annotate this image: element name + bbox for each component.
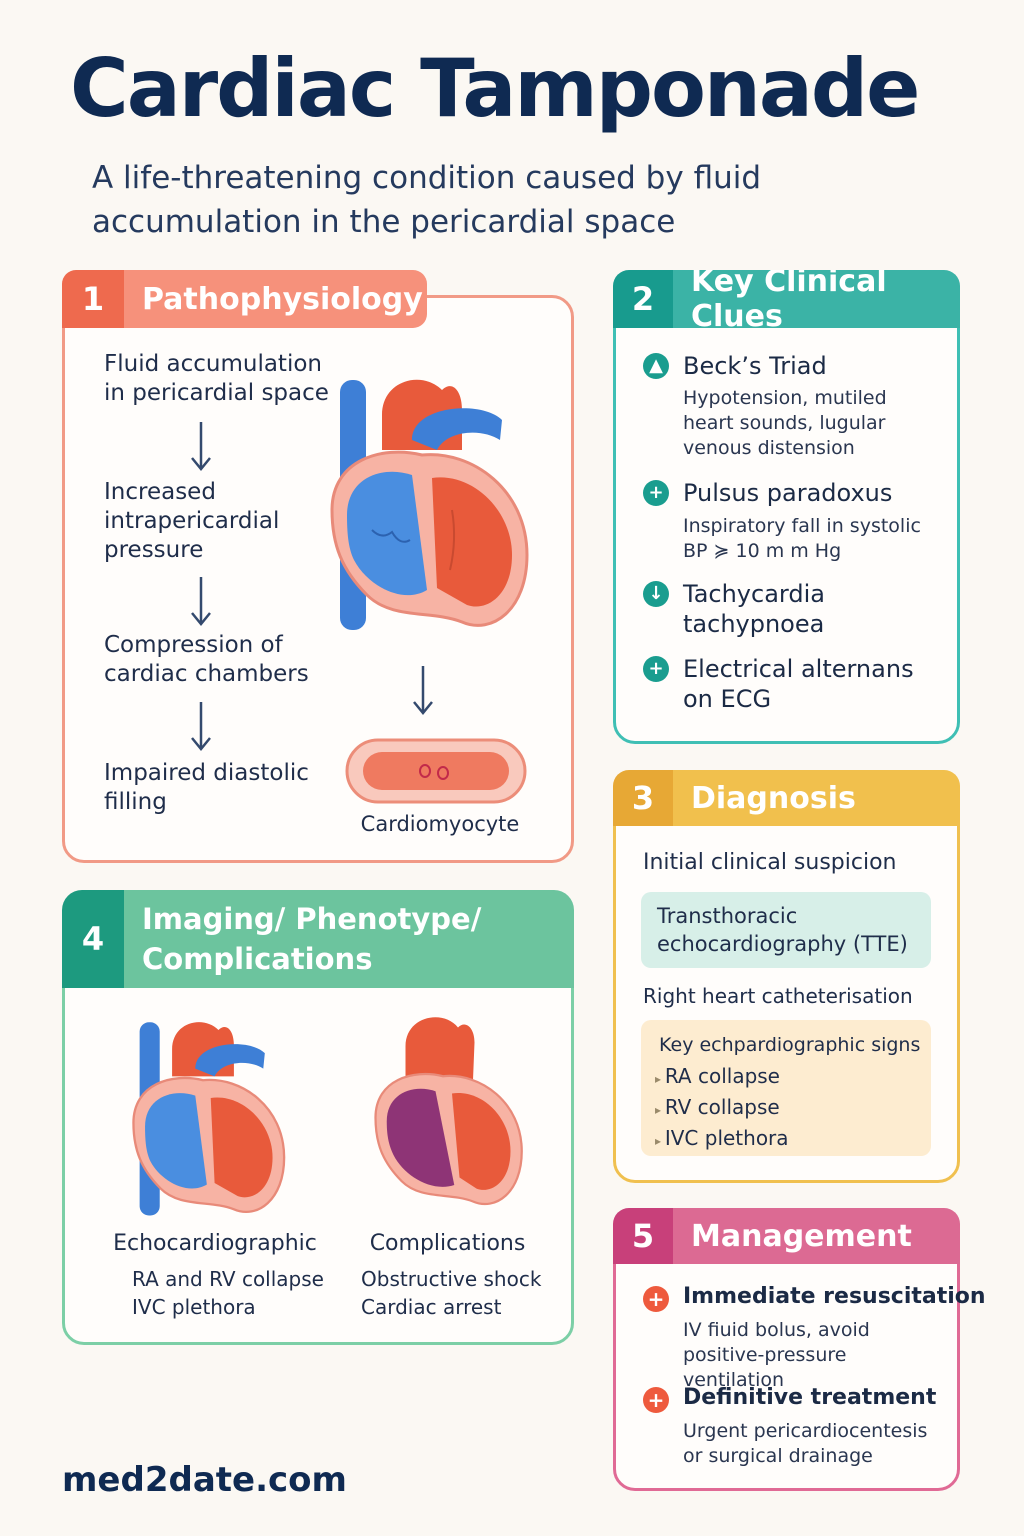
clue-title: Pulsus paradoxus [683,479,893,507]
clinical-clues-card [613,296,960,744]
section-number: 3 [613,770,673,826]
triangle-bullet-icon: ▸ [655,1072,665,1086]
footer-site-name: med2date.com [62,1460,347,1500]
cardiomyocyte-label: Cardiomyocyte [360,812,520,836]
complications-list: Obstructive shock Cardiac arrest [361,1265,541,1321]
teal-bullet-icon: + [643,656,669,682]
triangle-bullet-icon: ▸ [655,1103,665,1117]
tte-box: Transthoracic echocardiography (TTE) [641,892,931,968]
management-item-title: Definitive treatment [683,1385,937,1410]
section-title: Imaging/ Phenotype/ Complications [124,890,574,988]
flow-step-4: Impaired diastolic filling [104,760,309,815]
list-item: RA and RV collapse [132,1267,324,1291]
plus-icon: + [643,1387,669,1413]
echo-signs-title: Key echpardiographic signs [659,1034,921,1056]
section-title: Diagnosis [673,770,960,826]
page-subtitle: A life-threatening condition caused by f… [92,160,762,240]
list-item: Cardiac arrest [361,1295,502,1319]
heart-collapse-illustration [132,1022,286,1216]
list-item: ▸ RV collapse [655,1095,780,1119]
section-number: 5 [613,1208,673,1264]
list-item: ▸ RA collapse [655,1064,780,1088]
flow-step-2: Increased intrapericardial pressure [104,479,280,563]
heart-illustration [330,379,529,630]
clue-desc: Inspiratory fall in systolic BP ≽ 10 m m… [683,515,921,562]
clue-title: Electrical alternans on ECG [683,655,914,713]
triangle-bullet-icon: ▸ [655,1134,665,1148]
plus-icon: + [643,1286,669,1312]
management-item-desc: IV fiuid bolus, avoid positive-pressure … [683,1319,870,1391]
section-title: Management [673,1208,960,1264]
flow-step-1: Fluid accumulation in pericardial space [104,351,329,406]
pathophysiology-header: 1 Pathophysiology [62,270,427,328]
section-number: 4 [62,890,124,988]
section-number: 1 [62,270,124,328]
echo-signs-box: Key echpardiographic signs ▸ RA collapse… [641,1020,931,1156]
echo-caption: Echocardiographic [113,1231,317,1256]
heart-complication-illustration [374,1017,523,1206]
tte-label: Transthoracic echocardiography (TTE) [657,904,908,956]
down-arrow-icon [191,422,211,471]
list-item: Obstructive shock [361,1267,542,1291]
down-arrow-icon [413,666,433,715]
list-item: ▸ IVC plethora [655,1126,789,1150]
list-item: IVC plethora [132,1295,256,1319]
clue-title: Beck’s Triad [683,352,827,380]
diagnosis-header: 3 Diagnosis [613,770,960,826]
clue-title: Tachycardia tachypnoea [683,580,825,638]
teal-bullet-icon: ▲ [643,353,669,379]
section-number: 2 [613,270,673,328]
echo-signs-list: ▸ RA collapse ▸ RV collapse ▸ IVC pletho… [655,1062,789,1155]
down-arrow-icon [191,577,211,626]
clue-desc: Hypotension, mutiled heart sounds, lugul… [683,387,887,459]
teal-bullet-icon: + [643,480,669,506]
management-header: 5 Management [613,1208,960,1264]
imaging-header: 4 Imaging/ Phenotype/ Complications [62,890,574,988]
echo-findings: RA and RV collapse IVC plethora [132,1265,324,1321]
section-title: Pathophysiology [124,270,427,328]
clinical-clues-header: 2 Key Clinical Clues [613,270,960,328]
flow-step-3: Compression of cardiac chambers [104,632,309,687]
page-title: Cardiac Tamponade [70,42,920,135]
diagnosis-cath: Right heart catheterisation [643,984,913,1008]
management-item-title: Immediate resuscitation [683,1284,986,1309]
teal-bullet-icon: ↓ [643,581,669,607]
complications-caption: Complications [369,1231,526,1256]
cardiomyocyte-cell-icon [345,738,527,804]
down-arrow-icon [191,702,211,751]
diagnosis-initial: Initial clinical suspicion [643,850,897,875]
section-title: Key Clinical Clues [673,270,960,328]
management-item-desc: Urgent pericardiocentesis or surgical dr… [683,1420,928,1467]
